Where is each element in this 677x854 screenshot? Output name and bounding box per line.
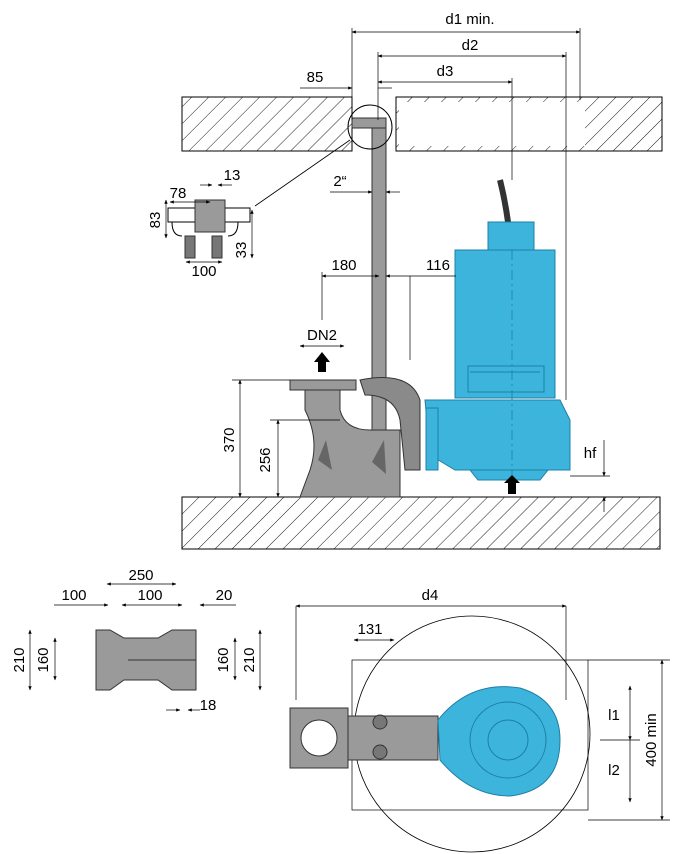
label-2in: 2“ bbox=[333, 173, 346, 190]
label-180: 180 bbox=[331, 257, 356, 274]
label-20: 20 bbox=[216, 587, 233, 604]
label-dn2: DN2 bbox=[307, 327, 337, 344]
pump bbox=[424, 179, 571, 494]
label-78: 78 bbox=[170, 185, 187, 202]
label-131: 131 bbox=[357, 621, 382, 638]
label-18: 18 bbox=[200, 697, 217, 714]
label-83: 83 bbox=[147, 212, 164, 229]
label-33: 33 bbox=[233, 242, 250, 259]
label-160-left: 160 bbox=[35, 647, 52, 672]
label-d1: d1 min. bbox=[445, 11, 494, 28]
pump-plan-view bbox=[289, 604, 670, 853]
label-d3: d3 bbox=[437, 63, 454, 80]
label-116: 116 bbox=[426, 257, 450, 274]
label-400-min: 400 min bbox=[643, 713, 660, 766]
label-100-left: 100 bbox=[61, 587, 86, 604]
label-l2: l2 bbox=[608, 762, 620, 779]
label-160-right: 160 bbox=[215, 647, 232, 672]
base-plate-plan bbox=[28, 582, 262, 712]
floor-slab bbox=[181, 496, 661, 550]
label-370: 370 bbox=[221, 427, 238, 452]
label-210-right: 210 bbox=[241, 647, 258, 672]
ceiling-slab bbox=[181, 96, 663, 152]
label-13: 13 bbox=[224, 167, 241, 184]
label-85: 85 bbox=[307, 69, 324, 86]
label-250: 250 bbox=[128, 567, 153, 584]
label-256: 256 bbox=[257, 447, 274, 472]
bracket-detail bbox=[164, 183, 254, 264]
label-d4: d4 bbox=[422, 587, 439, 604]
dimension-labels: d1 min. d2 d3 85 2“ 13 78 83 33 100 180 … bbox=[11, 11, 660, 779]
label-100-detail: 100 bbox=[191, 263, 216, 280]
top-dimensions bbox=[232, 28, 610, 512]
label-d2: d2 bbox=[462, 37, 479, 54]
label-210-left: 210 bbox=[11, 647, 28, 672]
label-l1: l1 bbox=[608, 707, 620, 724]
label-hf: hf bbox=[584, 445, 597, 462]
label-100-mid: 100 bbox=[137, 587, 162, 604]
discharge-base bbox=[289, 377, 421, 498]
